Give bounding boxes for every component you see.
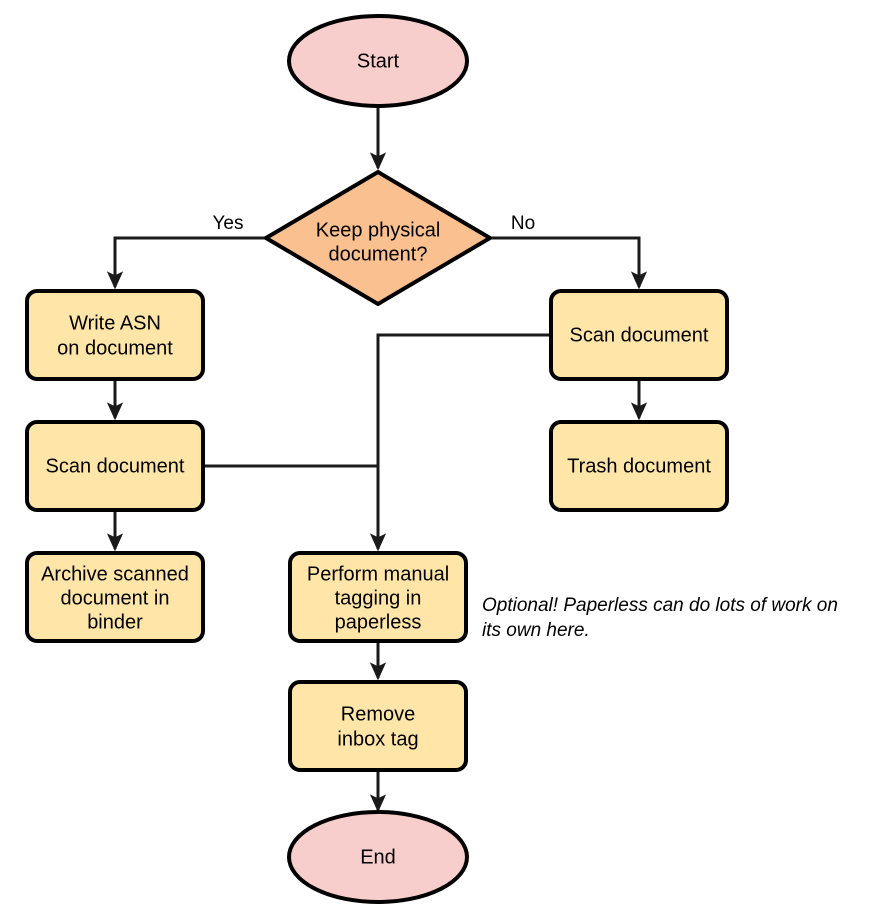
remove-inbox-tag-box (288, 680, 468, 772)
node-scan-document-right[interactable]: Scan document (549, 289, 729, 381)
node-archive-scanned-document[interactable]: Archive scanned document in binder (25, 551, 205, 643)
node-decision-keep-physical-document[interactable]: Keep physical document? (264, 170, 492, 306)
scan-document-right-box (549, 289, 729, 381)
tagging-label-line1: Perform manual (307, 563, 449, 585)
write-asn-box (25, 289, 205, 381)
end-ellipse (287, 810, 469, 904)
trash-document-box (549, 420, 729, 512)
remove-inbox-label-line1: Remove (341, 703, 415, 725)
node-write-asn-on-document[interactable]: Write ASN on document (25, 289, 205, 381)
note-line1: Optional! Paperless can do lots of work … (482, 595, 838, 616)
scan-document-right-label: Scan document (570, 324, 709, 346)
edge-label-yes: Yes (213, 213, 244, 234)
tagging-label-line3: paperless (335, 611, 422, 633)
edge-scan-right-to-tagging (369, 333, 551, 552)
scan-document-left-box (25, 420, 205, 512)
edge-decision-yes-to-write-asn (106, 236, 265, 290)
start-ellipse (287, 14, 469, 108)
edge-decision-no-to-scan-right (490, 236, 648, 290)
decision-label-line1: Keep physical (316, 219, 441, 241)
trash-document-label: Trash document (567, 455, 711, 477)
node-perform-manual-tagging[interactable]: Perform manual tagging in paperless (288, 551, 468, 643)
decision-diamond (264, 170, 492, 306)
write-asn-label-line2: on document (57, 337, 173, 359)
node-end[interactable]: End (287, 810, 469, 904)
archive-box (25, 551, 205, 643)
archive-label-line3: binder (87, 611, 143, 633)
node-remove-inbox-tag[interactable]: Remove inbox tag (288, 680, 468, 772)
node-scan-document-left[interactable]: Scan document (25, 420, 205, 512)
archive-label-line1: Archive scanned (41, 563, 189, 585)
node-trash-document[interactable]: Trash document (549, 420, 729, 512)
write-asn-label-line1: Write ASN (69, 312, 161, 334)
scan-document-left-label: Scan document (46, 455, 185, 477)
tagging-label-line2: tagging in (335, 587, 422, 609)
remove-inbox-label-line2: inbox tag (337, 728, 418, 750)
note-line2: its own here. (482, 620, 590, 641)
archive-label-line2: document in (61, 587, 170, 609)
note-optional-paperless: Optional! Paperless can do lots of work … (482, 595, 838, 641)
start-label: Start (357, 50, 400, 72)
edge-label-no: No (511, 213, 535, 234)
node-start[interactable]: Start (287, 14, 469, 108)
end-label: End (360, 846, 396, 868)
tagging-box (288, 551, 468, 643)
decision-label-line2: document? (329, 243, 428, 265)
